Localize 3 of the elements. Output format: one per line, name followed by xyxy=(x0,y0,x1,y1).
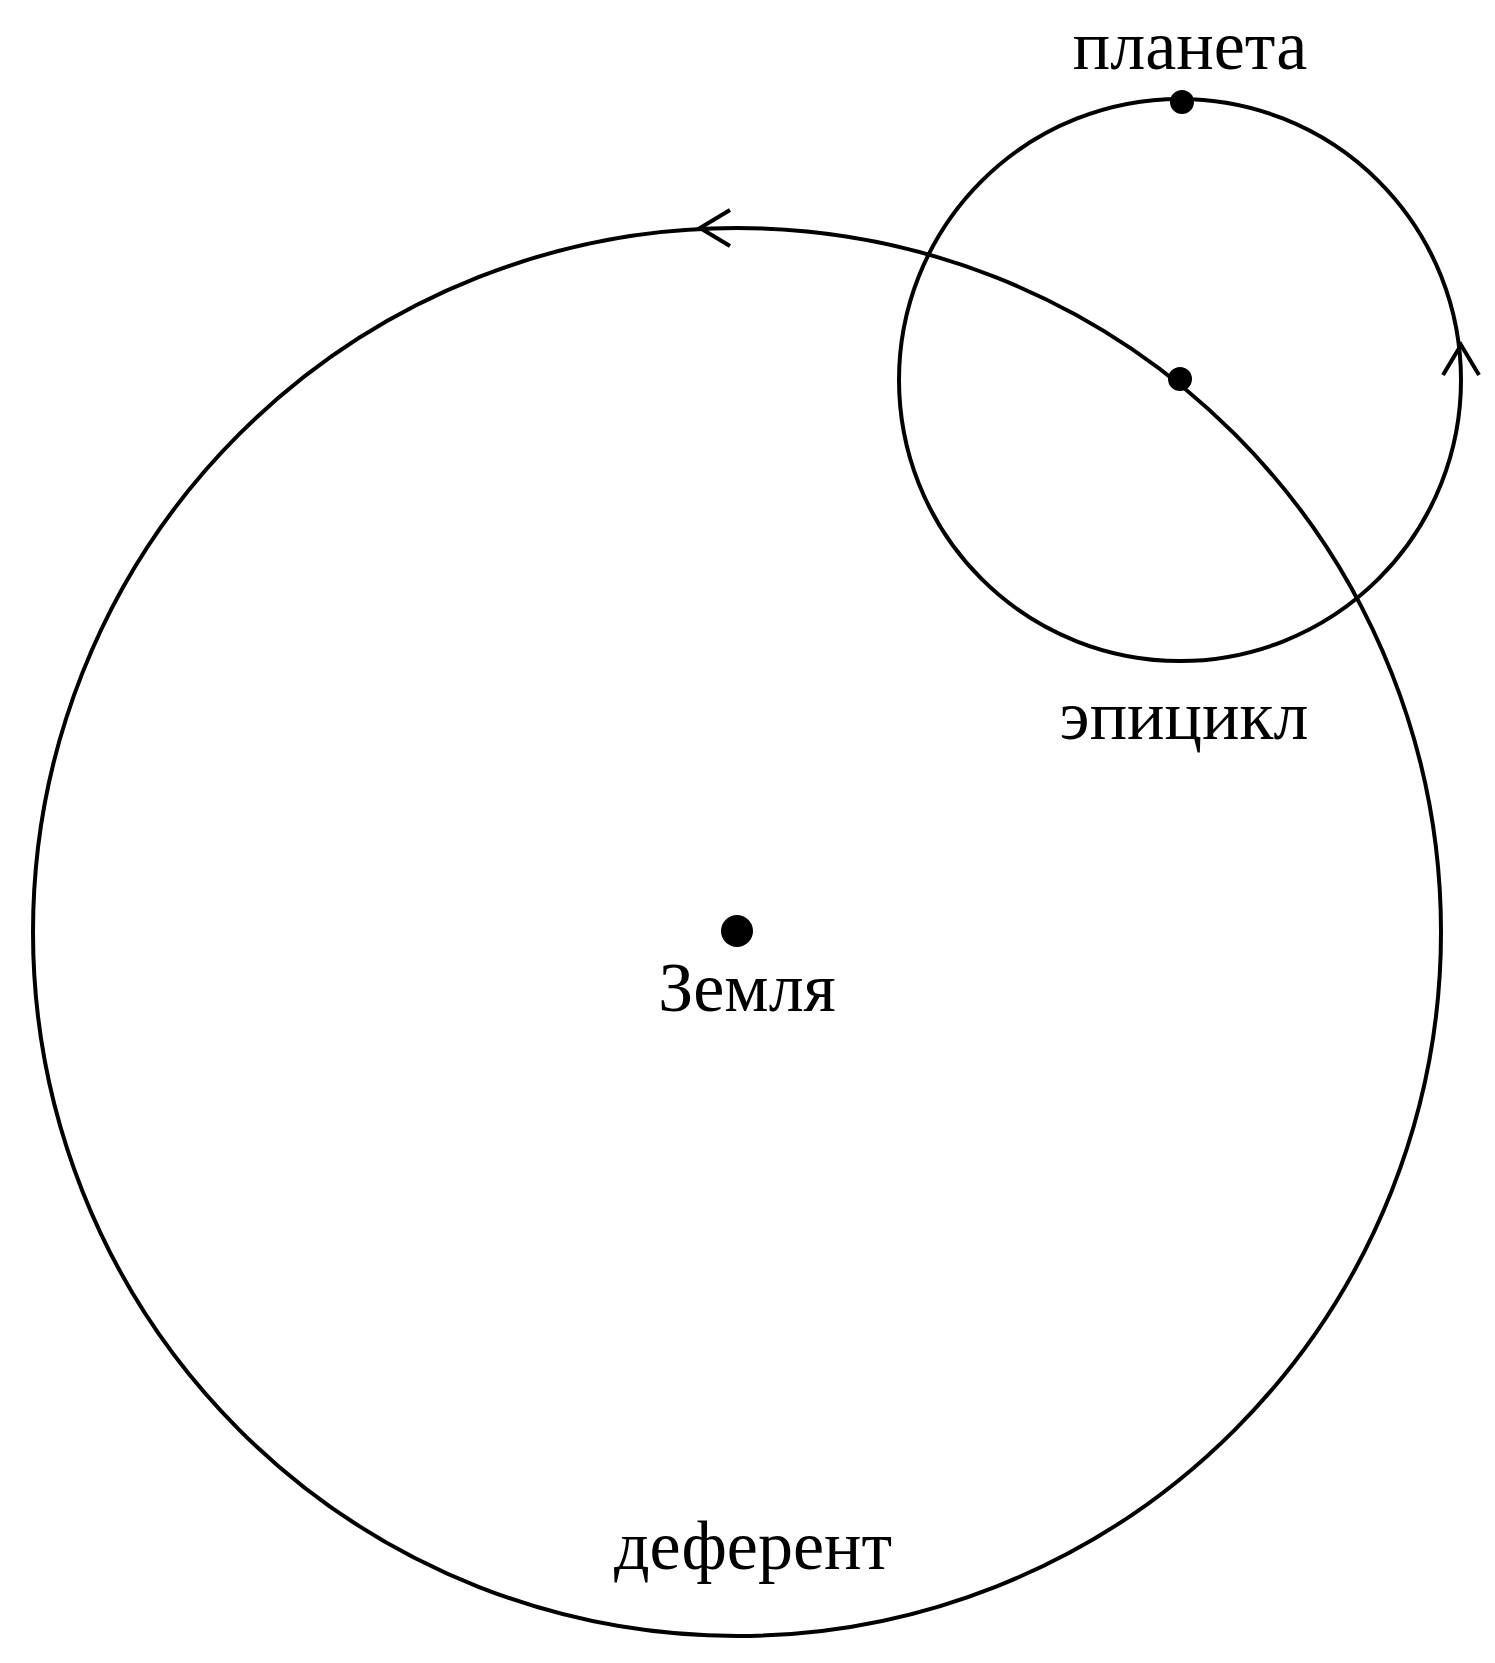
planet-label: планета xyxy=(1072,11,1308,81)
epicycle-label: эпицикл xyxy=(1059,681,1309,751)
earth-label: Земля xyxy=(658,953,836,1023)
